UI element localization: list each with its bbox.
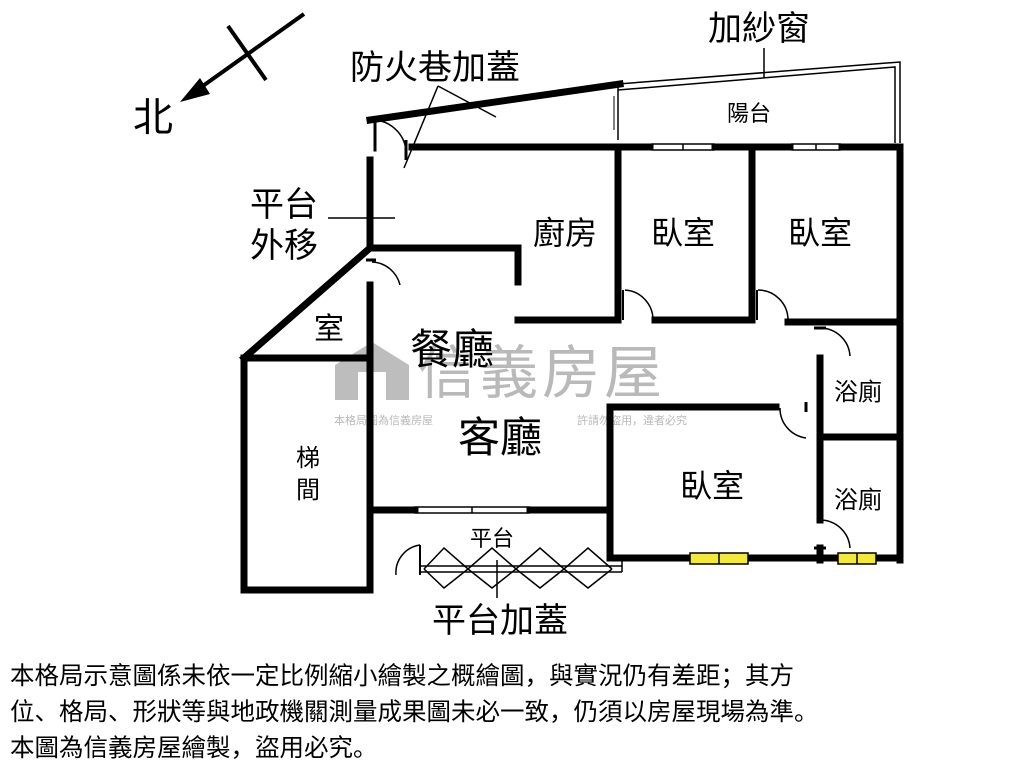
room-label-stairwell-line1: 梯 [296,444,320,472]
room-label-bedroom-top-right: 臥室 [788,214,852,252]
annotation-fire-lane-cover: 防火巷加蓋 [350,48,520,88]
compass: 北 [133,12,306,141]
disclaimer-line-1: 本格局示意圖係未依一定比例縮小繪製之概繪圖，與實況仍有差距；其方 [10,661,794,690]
annotation-terrace-shift-line2: 外移 [250,226,318,266]
yellow-windows [689,552,877,565]
disclaimer-line-3: 本圖為信義房屋繪製，盜用必究。 [10,733,378,762]
terrace-cover [420,546,623,589]
leader-lines [328,48,765,598]
room-label-bedroom-bottom: 臥室 [680,467,744,505]
room-label-balcony: 陽台 [727,102,771,127]
window-marks [414,143,841,514]
room-label-dining: 餐廳 [410,325,494,374]
annotation-terrace-shift-line1: 平台 [250,185,318,225]
room-label-kitchen: 廚房 [533,214,597,252]
walls [239,80,904,594]
door-swings [366,119,851,576]
annotation-terrace-cover: 平台加蓋 [432,601,568,641]
room-label-stairwell-line2: 間 [296,476,320,504]
compass-north-label: 北 [133,95,173,141]
balcony-outline [613,61,901,143]
room-label-living: 客廳 [458,413,542,462]
disclaimer-line-2: 位、格局、形狀等與地政機關測量成果圖未必一致，仍須以房屋現場為準。 [10,697,819,726]
watermark-notice-left: 本格局圖為信義房屋 [334,413,433,427]
floor-plan: 信義房屋 本格局圖為信義房屋 許請勿盜用，違者必究 北 [133,9,904,641]
room-label-bath-upper: 浴廁 [834,378,882,406]
room-label-terrace: 平台 [470,527,514,552]
room-label-small-room: 室 [314,312,344,347]
watermark-notice-right: 許請勿盜用，違者必究 [577,413,687,427]
annotation-screen-window: 加紗窗 [708,9,810,49]
disclaimer: 本格局示意圖係未依一定比例縮小繪製之概繪圖，與實況仍有差距；其方 位、格局、形狀… [10,658,1015,766]
room-label-bath-lower: 浴廁 [834,486,882,514]
watermark: 信義房屋 本格局圖為信義房屋 許請勿盜用，違者必究 [334,339,687,427]
watermark-brand: 信義房屋 [418,339,666,407]
room-label-bedroom-top-middle: 臥室 [651,214,715,252]
